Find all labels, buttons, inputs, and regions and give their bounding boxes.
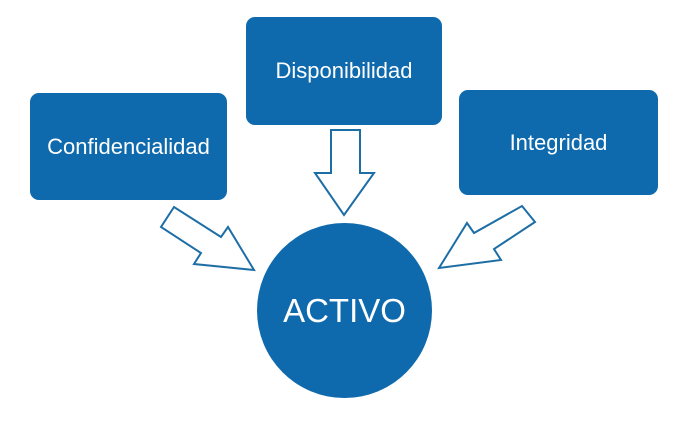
disponibilidad-label: Disponibilidad — [275, 58, 413, 83]
disponibilidad-box: Disponibilidad — [246, 17, 442, 125]
activo-label: ACTIVO — [283, 291, 406, 329]
arrow-from-confidencialidad — [159, 205, 256, 272]
integridad-box: Integridad — [459, 90, 658, 195]
arrow-from-disponibilidad — [313, 129, 376, 217]
confidencialidad-label: Confidencialidad — [47, 133, 210, 159]
arrow-from-integridad — [437, 204, 537, 270]
activo-circle: ACTIVO — [257, 223, 432, 398]
integridad-label: Integridad — [509, 129, 608, 155]
confidencialidad-box: Confidencialidad — [30, 93, 227, 200]
